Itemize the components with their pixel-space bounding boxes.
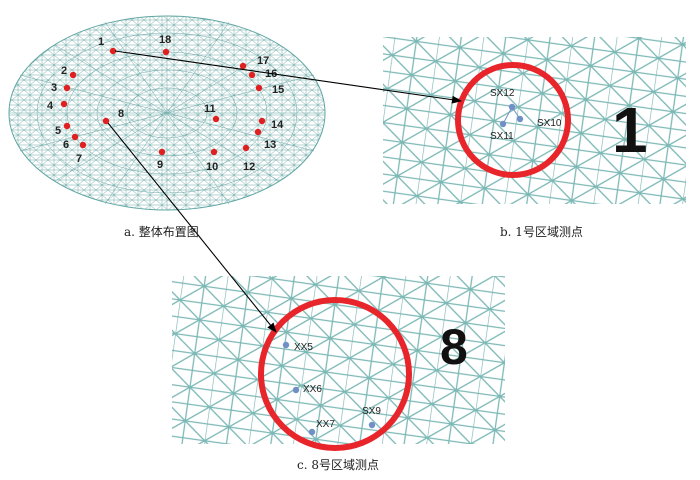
caption-region-8: c. 8号区域测点 xyxy=(297,458,379,472)
measure-label-sx11: SX11 xyxy=(490,131,514,142)
measure-point-sx11 xyxy=(499,120,507,128)
red-point-9 xyxy=(158,148,166,156)
red-point-8 xyxy=(102,117,110,125)
measurement-points-b: SX12 SX10 SX11 xyxy=(490,88,562,142)
point-label-7: 7 xyxy=(76,153,82,165)
caption-region-1: b. 1号区域测点 xyxy=(500,225,583,239)
overview-panel: 1 2 3 4 5 6 7 8 9 10 11 12 13 14 15 16 1… xyxy=(8,15,326,211)
point-label-9: 9 xyxy=(157,159,163,171)
red-point-14 xyxy=(258,117,266,125)
connector-arrows xyxy=(107,50,462,333)
red-point-16 xyxy=(248,71,256,79)
mesh-detail-b xyxy=(383,37,686,204)
measure-point-xx7 xyxy=(308,428,316,436)
measure-point-sx12 xyxy=(508,103,516,111)
measure-point-sx9 xyxy=(368,421,376,429)
mesh-detail-c xyxy=(172,276,505,444)
point-label-12: 12 xyxy=(243,161,255,173)
point-label-5: 5 xyxy=(55,125,61,137)
red-point-4 xyxy=(60,100,68,108)
detail-panel-region-8: 8 XX5 XX6 XX7 SX9 xyxy=(172,276,505,451)
measure-label-sx9: SX9 xyxy=(362,406,381,417)
measure-label-xx6: XX6 xyxy=(303,384,322,395)
point-label-8: 8 xyxy=(118,108,124,120)
measure-label-xx7: XX7 xyxy=(316,419,335,430)
red-point-18 xyxy=(162,48,170,56)
point-label-4: 4 xyxy=(47,100,54,112)
measure-label-sx12: SX12 xyxy=(490,88,515,99)
point-label-10: 10 xyxy=(206,161,218,173)
red-point-2 xyxy=(69,71,77,79)
red-point-12 xyxy=(242,144,250,152)
region-number-1: 1 xyxy=(612,94,648,166)
red-point-7 xyxy=(79,141,87,149)
overview-point-labels: 1 2 3 4 5 6 7 8 9 10 11 12 13 14 15 16 1… xyxy=(47,34,284,173)
point-label-13: 13 xyxy=(264,139,276,151)
point-label-3: 3 xyxy=(51,82,57,94)
red-point-15 xyxy=(255,84,263,92)
point-label-14: 14 xyxy=(271,119,284,131)
measure-point-sx10 xyxy=(516,115,524,123)
measure-point-xx6 xyxy=(292,386,300,394)
caption-overview: a. 整体布置图 xyxy=(124,225,199,239)
measure-point-xx5 xyxy=(282,341,290,349)
highlight-circle-c xyxy=(258,297,412,451)
red-point-13 xyxy=(254,128,262,136)
point-label-6: 6 xyxy=(63,139,69,151)
detail-panel-region-1: 1 SX12 SX10 SX11 xyxy=(383,37,686,204)
point-label-1: 1 xyxy=(98,36,104,48)
measure-label-sx10: SX10 xyxy=(537,118,562,129)
red-point-11 xyxy=(212,115,220,123)
region-number-8: 8 xyxy=(440,319,468,375)
red-point-1 xyxy=(109,47,117,55)
point-label-17: 17 xyxy=(257,55,269,67)
measurement-points-c: XX5 XX6 XX7 SX9 xyxy=(282,341,381,436)
red-point-6 xyxy=(71,133,79,141)
red-point-10 xyxy=(210,148,218,156)
red-point-17 xyxy=(239,62,247,70)
red-point-5 xyxy=(63,122,71,130)
arrow-to-region-1 xyxy=(114,50,462,104)
overview-points xyxy=(60,47,266,156)
arrow-to-region-8 xyxy=(107,122,277,333)
point-label-11: 11 xyxy=(204,103,216,115)
measure-label-xx5: XX5 xyxy=(294,342,313,353)
red-point-3 xyxy=(63,84,71,92)
point-label-15: 15 xyxy=(272,84,284,96)
highlight-circle-b xyxy=(455,62,571,178)
point-label-2: 2 xyxy=(61,65,67,77)
point-label-18: 18 xyxy=(159,34,171,46)
